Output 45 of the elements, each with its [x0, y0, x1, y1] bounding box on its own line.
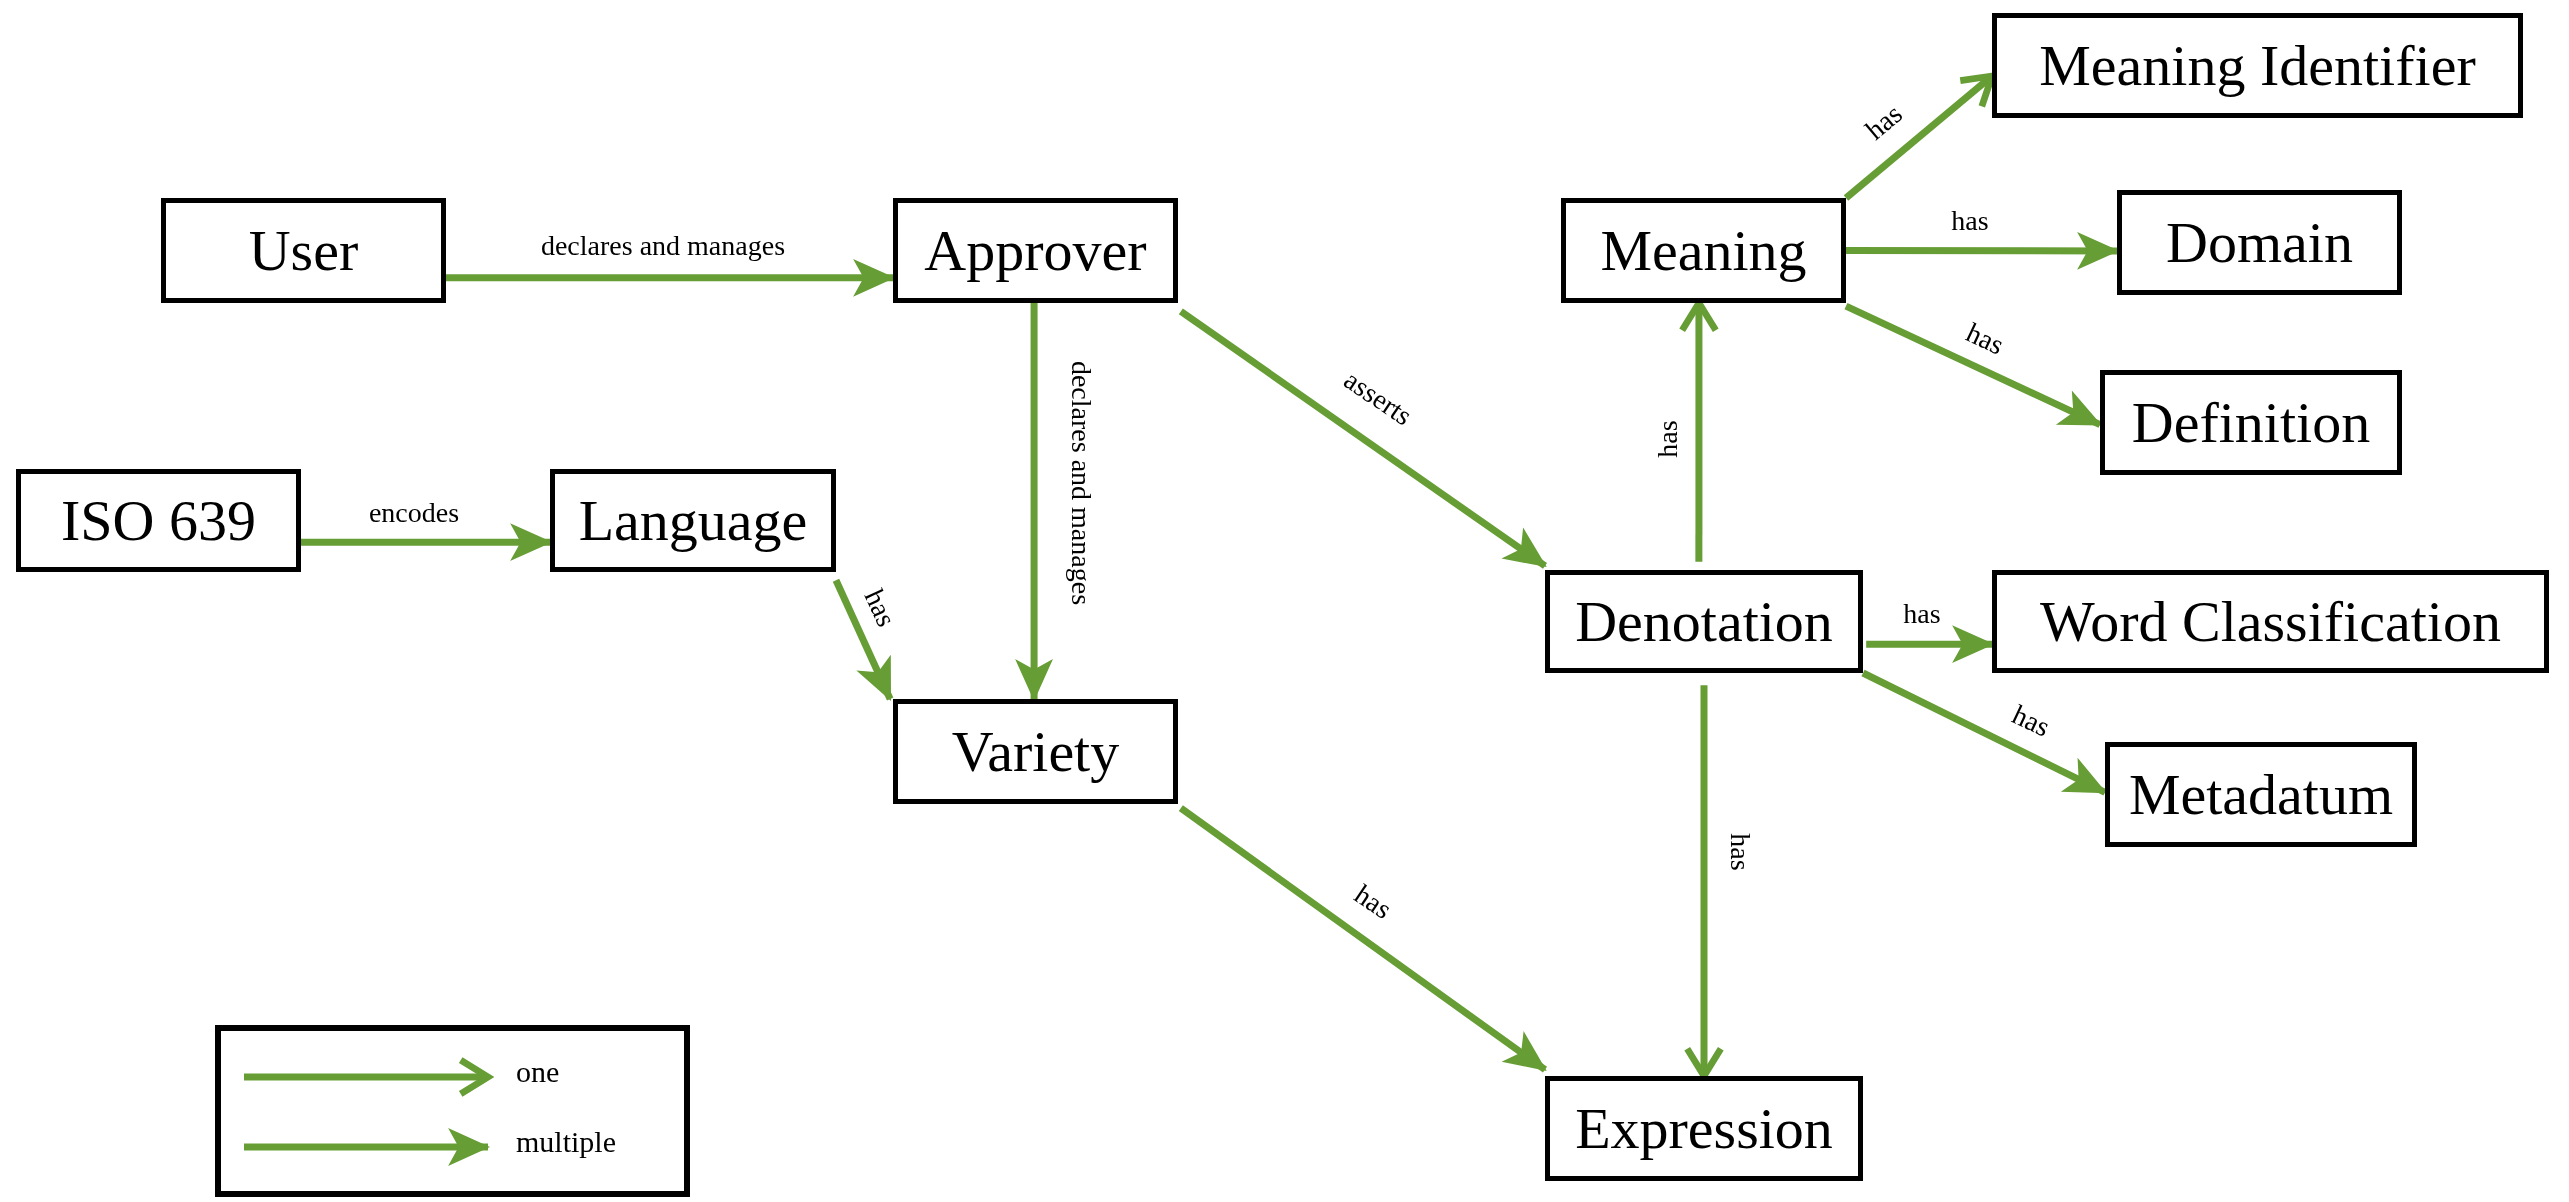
- entity-name: Denotation: [1575, 588, 1833, 655]
- arrow: [832, 578, 894, 701]
- entity-box: [161, 198, 446, 303]
- entity-box: [1545, 570, 1863, 673]
- arrow: [1861, 669, 2107, 796]
- arrow: [1844, 302, 2102, 428]
- entity-name: Meaning Identifier: [2039, 32, 2476, 99]
- entity-name: Metadatum: [2128, 761, 2394, 828]
- entity-name: Variety: [951, 718, 1120, 785]
- entity-box: [2100, 370, 2402, 475]
- edge-label: declares and manages: [540, 232, 786, 260]
- entity-box: [1992, 570, 2549, 673]
- entity-name: Language: [578, 487, 808, 554]
- arrow: [1178, 805, 1548, 1073]
- edge-label: encodes: [368, 499, 460, 527]
- edge-label: has: [1860, 99, 1908, 145]
- entity-box: [1561, 198, 1846, 303]
- edge-label: has: [1903, 600, 1941, 628]
- entity-box: [2117, 190, 2402, 295]
- entity-name: User: [248, 217, 359, 284]
- legend-label: multiple: [516, 1127, 616, 1157]
- entity-name: Word Classification: [2040, 588, 2501, 655]
- entity-name: Approver: [924, 217, 1147, 284]
- edge-label: declares and manages: [1067, 360, 1095, 606]
- arrow: [1178, 308, 1547, 569]
- entity-name: Expression: [1575, 1095, 1833, 1162]
- edge-label: has: [2008, 700, 2054, 742]
- edge-label: has: [1962, 318, 2008, 360]
- entity-box: [893, 198, 1178, 303]
- edge-label: has: [1951, 207, 1989, 235]
- entity-box: [893, 699, 1178, 804]
- edge-label: has: [859, 585, 901, 631]
- entity-box: [1992, 13, 2523, 118]
- edge-label: has: [1654, 420, 1682, 458]
- entity-name: Meaning: [1600, 217, 1807, 284]
- entity-box: [1545, 1076, 1863, 1181]
- entity-box: [550, 469, 836, 572]
- edge-label: has: [1726, 833, 1754, 871]
- entity-box: [16, 469, 301, 572]
- entity-name: ISO 639: [61, 487, 256, 554]
- edge-label: has: [1349, 879, 1397, 925]
- entity-name: Definition: [2131, 389, 2371, 456]
- legend-label: one: [516, 1057, 560, 1087]
- entity-name: Domain: [2166, 209, 2353, 276]
- entity-box: [2105, 742, 2417, 847]
